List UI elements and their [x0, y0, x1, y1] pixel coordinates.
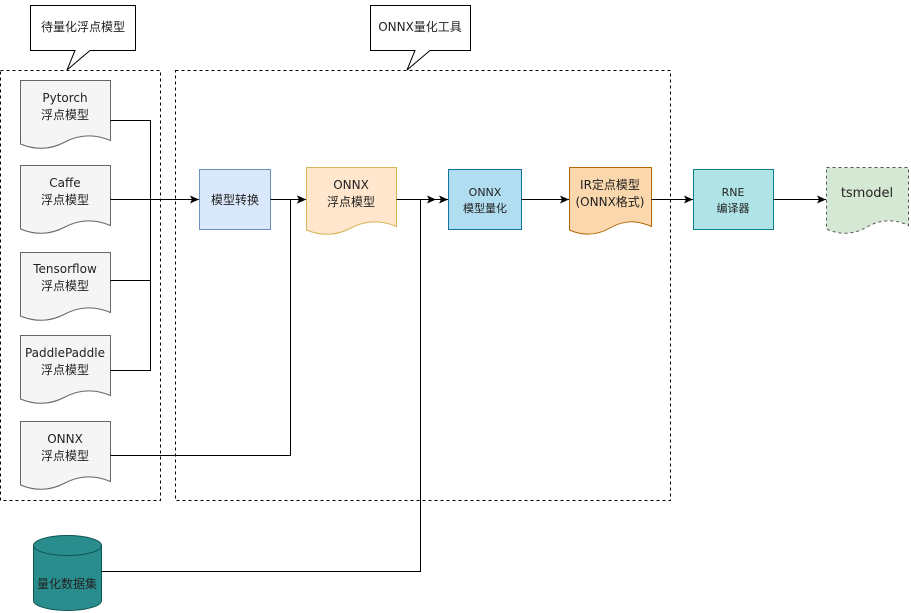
- doc-tensorflow-line2: 浮点模型: [41, 279, 89, 293]
- node-onnx-float-shape: [306, 167, 397, 235]
- doc-paddlepaddle[interactable]: PaddlePaddle 浮点模型: [20, 335, 111, 404]
- node-rne-compiler-line1: RNE: [722, 186, 745, 199]
- node-rne-compiler[interactable]: RNE 编译器: [693, 169, 774, 230]
- doc-paddlepaddle-line2: 浮点模型: [41, 363, 89, 377]
- node-tsmodel-label: tsmodel: [841, 186, 893, 201]
- doc-onnx-source-line2: 浮点模型: [41, 449, 89, 463]
- edge-onnx-source-to-onnx-float: [110, 195, 306, 456]
- node-onnx-quant[interactable]: ONNX 模型量化: [448, 169, 522, 230]
- node-onnx-quant-box: [448, 169, 522, 230]
- quant-tool-group: [175, 70, 671, 501]
- node-ir-model[interactable]: IR定点模型 (ONNX格式): [569, 167, 652, 235]
- node-onnx-float-line1: ONNX: [333, 178, 369, 192]
- node-onnx-quant-line2: 模型量化: [463, 201, 507, 215]
- callout-quant-tool: ONNX量化工具: [370, 5, 471, 71]
- source-models-group: [0, 70, 161, 501]
- doc-pytorch-line2: 浮点模型: [41, 108, 89, 122]
- doc-caffe-line2: 浮点模型: [41, 193, 89, 207]
- doc-pytorch[interactable]: Pytorch 浮点模型: [20, 80, 111, 149]
- edge-dataset-to-quant: [101, 195, 436, 572]
- doc-tensorflow-line1: Tensorflow: [32, 262, 97, 276]
- callout-source-models-text: 待量化浮点模型: [41, 20, 125, 34]
- node-ir-model-line2: (ONNX格式): [576, 194, 645, 209]
- doc-paddlepaddle-line1: PaddlePaddle: [25, 346, 105, 360]
- node-tsmodel[interactable]: tsmodel: [826, 167, 909, 234]
- doc-pytorch-line1: Pytorch: [42, 91, 87, 105]
- dataset-label: 量化数据集: [37, 576, 97, 591]
- dataset-cylinder[interactable]: 量化数据集: [32, 535, 102, 611]
- node-ir-model-line1: IR定点模型: [580, 177, 640, 192]
- node-rne-compiler-box: [693, 169, 774, 230]
- node-model-convert[interactable]: 模型转换: [199, 169, 271, 230]
- doc-caffe[interactable]: Caffe 浮点模型: [20, 165, 111, 234]
- node-onnx-float-line2: 浮点模型: [327, 195, 375, 209]
- doc-caffe-line1: Caffe: [49, 176, 80, 190]
- node-ir-model-border: [569, 167, 652, 235]
- node-tsmodel-shape: [826, 167, 909, 234]
- node-tsmodel-border: [826, 167, 909, 234]
- callout-source-models: 待量化浮点模型: [30, 5, 136, 71]
- node-model-convert-box: [199, 169, 271, 230]
- dataset-cylinder-outline: [32, 535, 102, 611]
- callout-quant-tool-text: ONNX量化工具: [378, 20, 462, 34]
- edge-pytorch-bus: [110, 120, 151, 371]
- dataset-cylinder-top: [33, 535, 102, 556]
- node-rne-compiler-line2: 编译器: [717, 201, 750, 215]
- doc-onnx-source[interactable]: ONNX 浮点模型: [20, 421, 111, 490]
- node-model-convert-label: 模型转换: [211, 192, 259, 207]
- node-onnx-float-border: [306, 167, 397, 235]
- doc-onnx-source-line1: ONNX: [47, 432, 83, 446]
- node-ir-model-shape: [569, 167, 652, 235]
- node-onnx-float[interactable]: ONNX 浮点模型: [306, 167, 397, 235]
- node-onnx-quant-line1: ONNX: [469, 186, 502, 199]
- dataset-cylinder-body: [33, 545, 102, 611]
- doc-tensorflow[interactable]: Tensorflow 浮点模型: [20, 252, 111, 321]
